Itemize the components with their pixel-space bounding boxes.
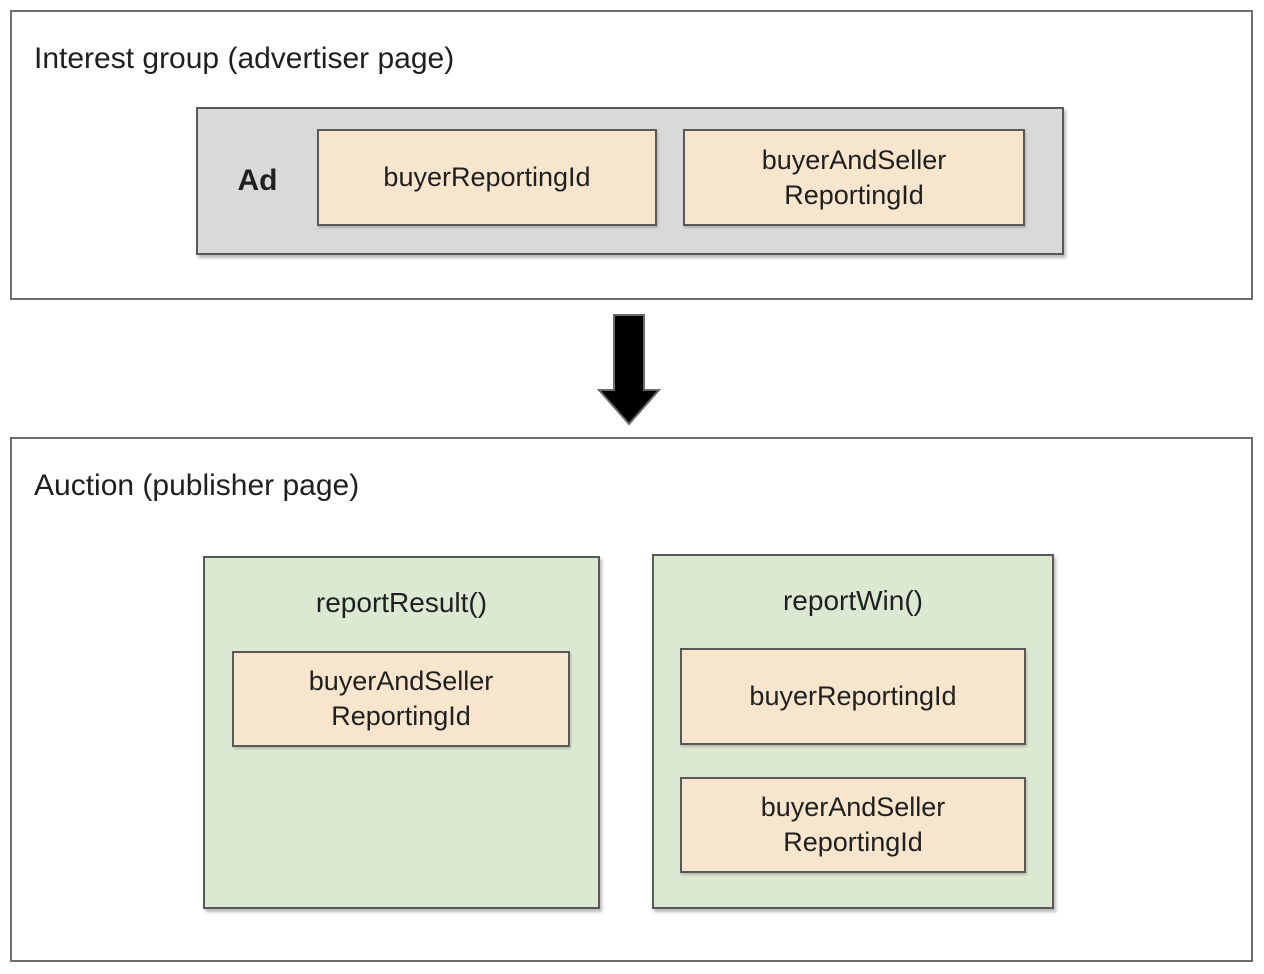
chip-label: buyerReportingId [383, 162, 591, 192]
chip-buyer-and-seller-reporting-id: buyerAndSeller ReportingId [232, 651, 570, 747]
chip-buyer-reporting-id: buyerReportingId [680, 648, 1026, 745]
down-arrow-icon [596, 314, 662, 426]
interest-group-title: Interest group (advertiser page) [34, 42, 455, 75]
chip-label: buyerAndSeller ReportingId [308, 666, 494, 731]
auction-title: Auction (publisher page) [34, 469, 360, 502]
report-win-box: reportWin() buyerReportingId buyerAndSel… [652, 554, 1054, 909]
chip-buyer-and-seller-reporting-id: buyerAndSeller ReportingId [680, 777, 1026, 873]
ad-label: Ad [237, 164, 278, 197]
chip-buyer-and-seller-reporting-id: buyerAndSeller ReportingId [683, 129, 1025, 226]
report-result-box: reportResult() buyerAndSeller ReportingI… [203, 556, 600, 909]
chip-label: buyerAndSeller ReportingId [761, 144, 947, 210]
chip-buyer-reporting-id: buyerReportingId [317, 129, 657, 226]
chip-label: buyerAndSeller ReportingId [760, 792, 946, 857]
report-result-label: reportResult() [315, 587, 488, 618]
auction-panel: Auction (publisher page) reportResult() … [10, 437, 1253, 962]
interest-group-panel: Interest group (advertiser page) Ad buye… [10, 10, 1253, 300]
chip-label: buyerReportingId [749, 681, 957, 711]
report-win-label: reportWin() [782, 585, 923, 616]
ad-container: Ad buyerReportingId buyerAndSeller Repor… [196, 107, 1064, 255]
